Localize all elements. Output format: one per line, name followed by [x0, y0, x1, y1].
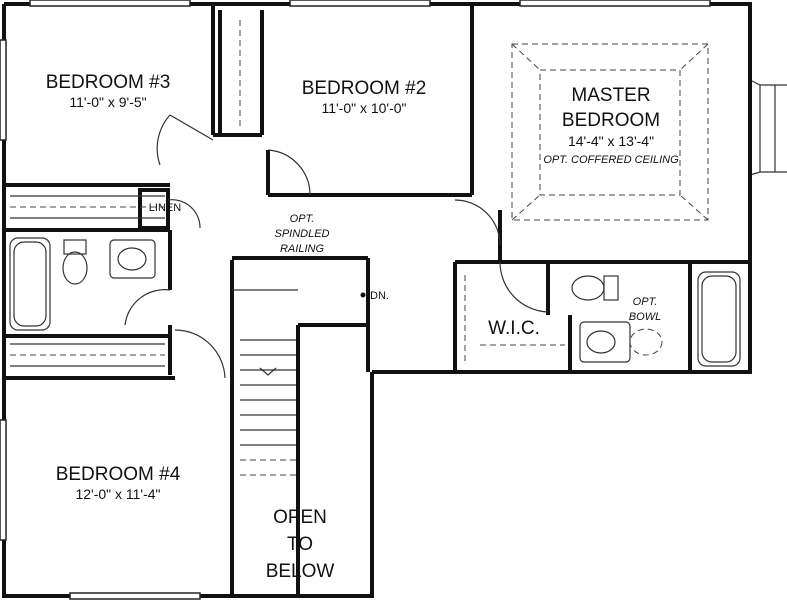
linen-label: LINEN [149, 202, 181, 214]
bedroom4-dims: 12'-0" x 11'-4" [75, 486, 160, 502]
bay-window [748, 75, 787, 180]
open-label-line1: OPEN [273, 507, 327, 528]
windows [0, 0, 711, 600]
closet-shelves [10, 20, 565, 367]
railing-label-line2: SPINDLED [274, 228, 329, 240]
open-label-line3: BELOW [266, 561, 335, 582]
master-dims: 14'-4" x 13'-4" [568, 133, 654, 149]
doors [124, 114, 549, 379]
bowl-label-line2: BOWL [629, 311, 661, 323]
interior-walls [4, 4, 750, 596]
stairs-down-marker [360, 292, 366, 298]
bowl-label-line1: OPT. [633, 296, 658, 308]
wic-label: W.I.C. [488, 318, 540, 339]
bath-fixtures [9, 237, 741, 367]
bedroom2-dims: 11'-0" x 10'-0" [321, 100, 406, 116]
stair-treads [232, 289, 366, 476]
bedroom4-name: BEDROOM #4 [56, 464, 181, 485]
bedroom3-dims: 11'-0" x 9'-5" [69, 94, 146, 110]
railing-label-line3: RAILING [280, 243, 324, 255]
misc-labels: LINEN OPT. SPINDLED RAILING DN. W.I.C. O… [149, 202, 661, 582]
master-name-line1: MASTER [571, 85, 650, 106]
coffered-ceiling [511, 43, 709, 221]
master-name-line2: BEDROOM [562, 110, 660, 131]
open-label-line2: TO [287, 534, 313, 555]
stairs-down-label: DN. [370, 290, 389, 302]
room-labels: BEDROOM #3 11'-0" x 9'-5" BEDROOM #2 11'… [46, 72, 679, 502]
bedroom3-name: BEDROOM #3 [46, 72, 171, 93]
master-note: OPT. COFFERED CEILING [543, 154, 679, 166]
bedroom2-name: BEDROOM #2 [302, 78, 427, 99]
railing-label-line1: OPT. [290, 213, 315, 225]
